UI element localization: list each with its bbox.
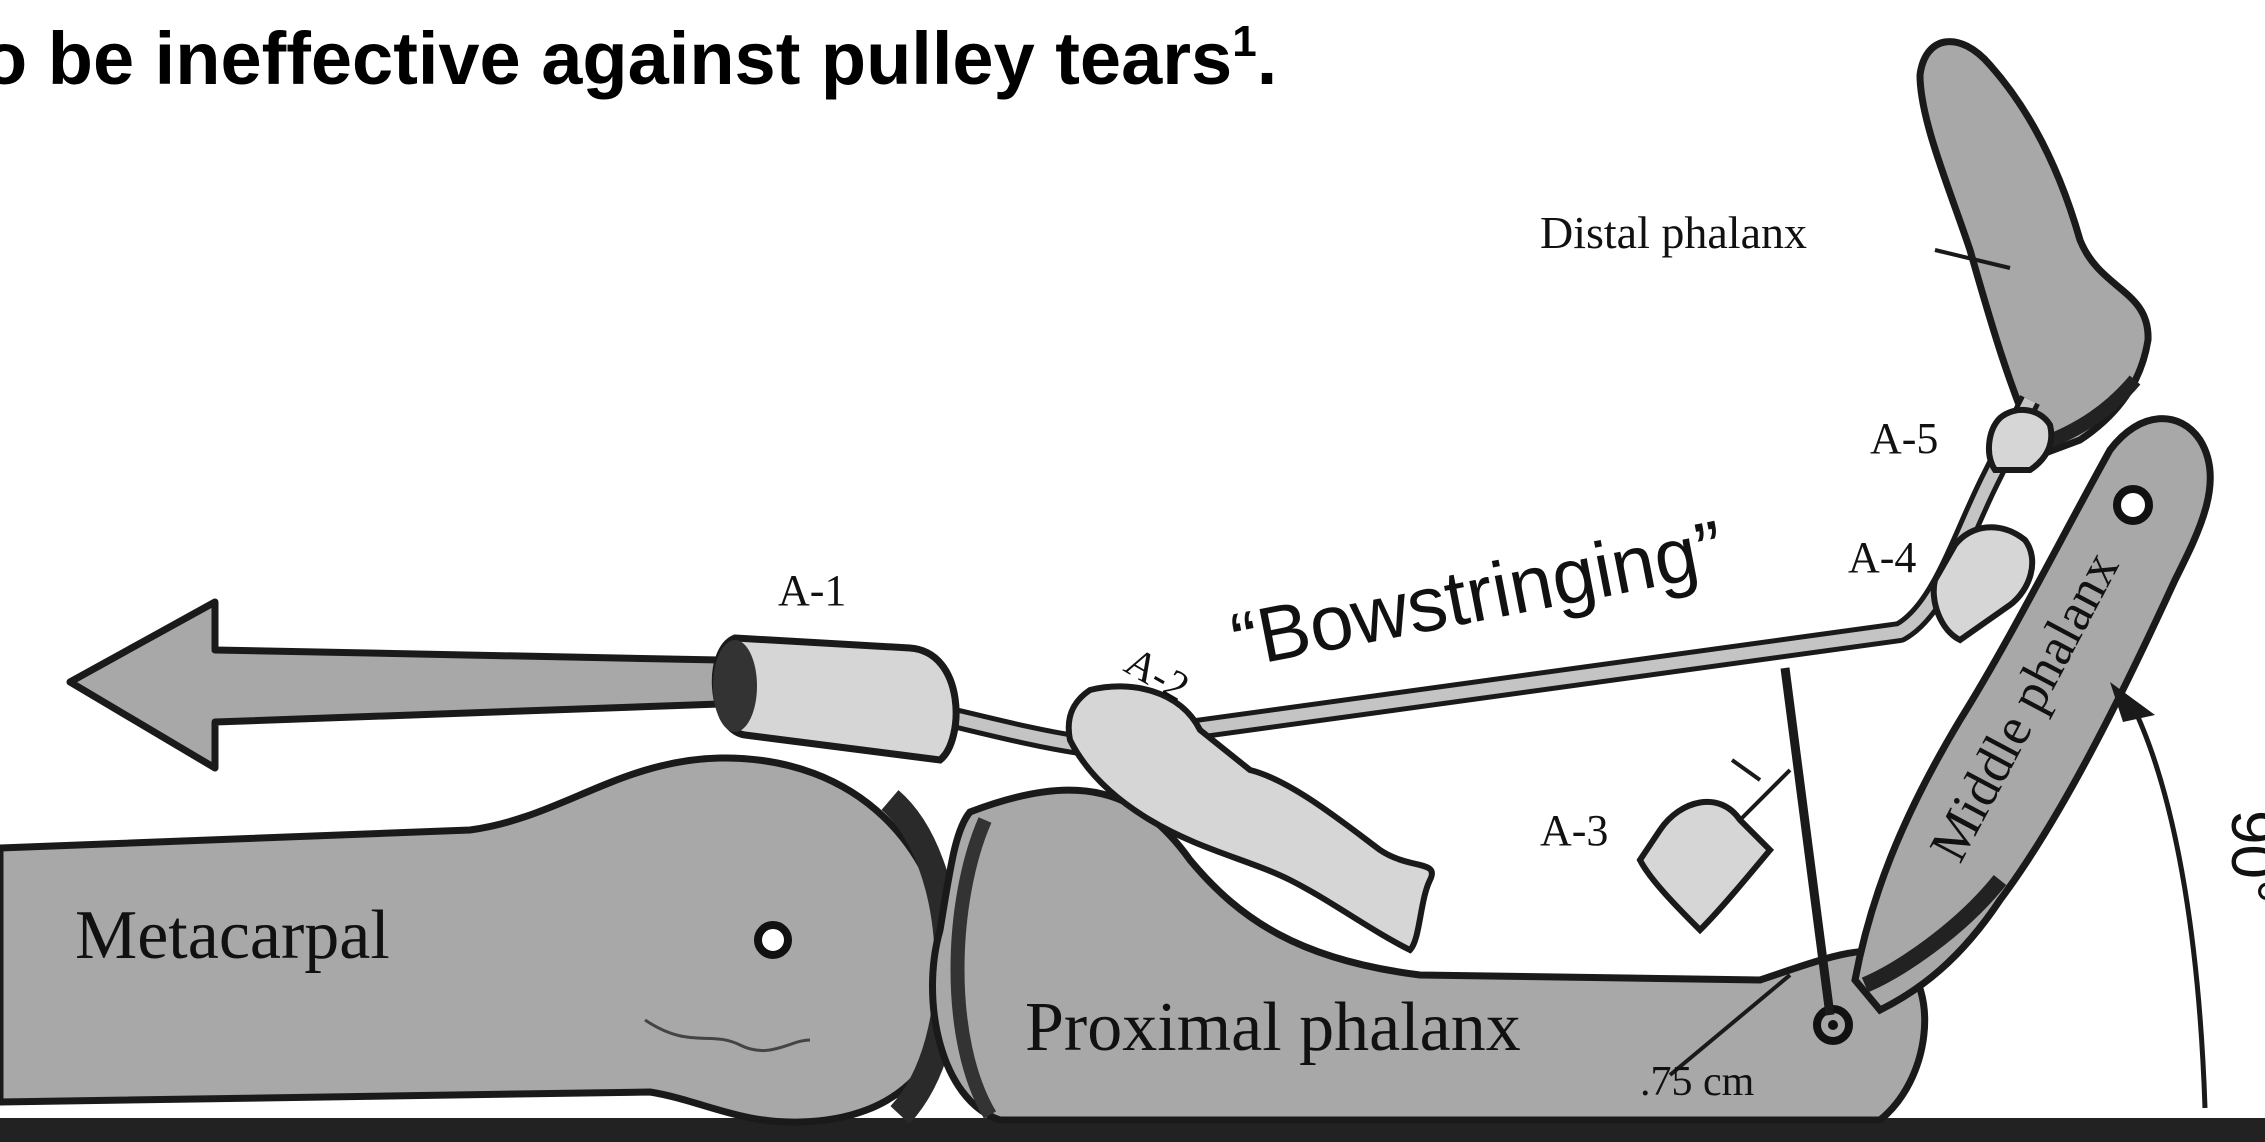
middle-pivot (2117, 489, 2149, 521)
label-angle: 90° (2218, 810, 2265, 904)
angle-arc (2130, 700, 2205, 1108)
metacarpal-pivot (758, 925, 788, 955)
a3-pulley-lines (1732, 760, 1790, 820)
label-proximal-phalanx: Proximal phalanx (1025, 989, 1521, 1066)
angle-arrowhead (2110, 682, 2155, 722)
label-metacarpal: Metacarpal (75, 897, 390, 974)
label-distal-phalanx: Distal phalanx (1540, 207, 1807, 258)
label-distance: .75 cm (1640, 1059, 1755, 1105)
pull-arrow (70, 602, 720, 768)
proximal-phalanx-bone (933, 790, 1925, 1120)
a3-pulley (1640, 802, 1770, 930)
proximal-pivot-center (1828, 1020, 1838, 1030)
label-a3: A-3 (1540, 806, 1608, 855)
label-a5: A-5 (1870, 414, 1938, 463)
label-a1: A-1 (778, 566, 846, 615)
label-a4: A-4 (1848, 533, 1916, 582)
a1-pulley-opening (713, 640, 757, 732)
a5-pulley (1989, 410, 2051, 470)
